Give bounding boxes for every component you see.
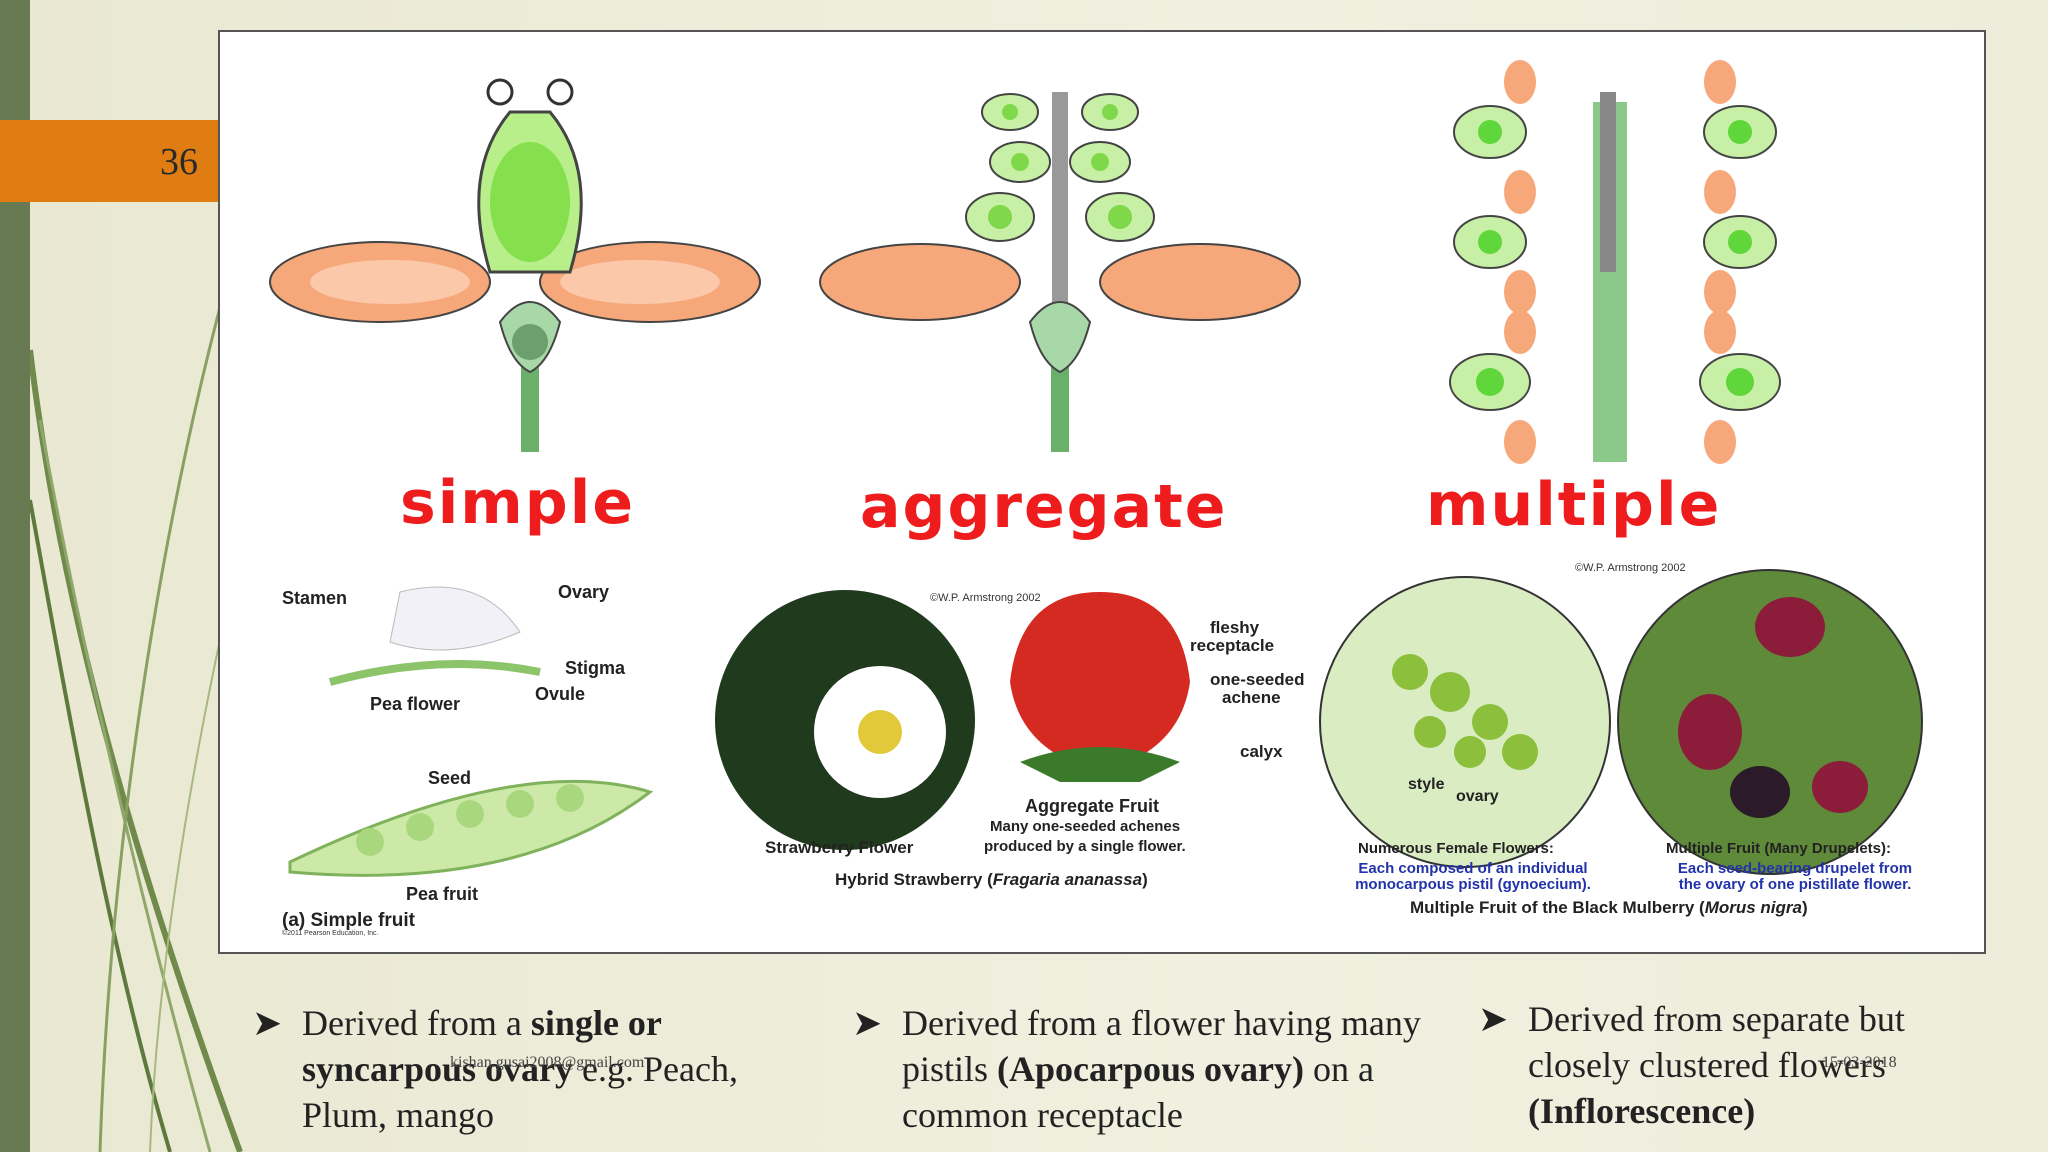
mulberry-caption: Multiple Fruit of the Black Mulberry (Mo… <box>1410 898 1808 917</box>
label-aggregate: aggregate <box>860 472 1228 542</box>
fleshy-label-2: receptacle <box>1190 636 1275 655</box>
pea-stigma-label: Stigma <box>565 658 626 678</box>
multiple-fruit-title: Multiple Fruit (Many Drupelets): <box>1666 840 1891 857</box>
pea-seed-label: Seed <box>428 768 472 788</box>
bullet-aggregate: ➤ Derived from a flower having many pist… <box>852 1000 1452 1138</box>
pea-illustration <box>288 586 654 877</box>
female-desc-1: Each composed of an individual <box>1358 860 1588 877</box>
mulberry-flowers-photo <box>1319 576 1611 868</box>
aggregate-flower-diagram <box>819 92 1301 452</box>
strawberry-flower-photo <box>715 590 975 850</box>
female-flowers-title: Numerous Female Flowers: <box>1358 840 1554 857</box>
pea-ovary-label: Ovary <box>558 582 610 602</box>
pea-ovule-label: Ovule <box>535 684 586 704</box>
footer-email: kishan.gusai2008@gmail.com <box>450 1054 645 1071</box>
achene-label-2: achene <box>1222 688 1281 707</box>
strawberry-caption: Hybrid Strawberry (Fragaria ananassa) <box>835 870 1148 889</box>
simple-flower-diagram <box>269 78 761 452</box>
decorative-swoosh <box>27 199 300 1152</box>
pea-flower-label: Pea flower <box>370 694 461 714</box>
bullet-multiple: ➤ Derived from separate but closely clus… <box>1478 996 1998 1134</box>
mulberry-style-label: style <box>1408 776 1445 793</box>
achene-label-1: one-seeded <box>1210 670 1305 689</box>
mulberry-copyright: ©W.P. Armstrong 2002 <box>1575 562 1686 574</box>
strawberry-copyright: ©W.P. Armstrong 2002 <box>930 592 1041 604</box>
multiple-inflorescence-diagram <box>1449 60 1781 464</box>
footer-date: 15-03-2018 <box>1822 1054 1897 1071</box>
calyx-label: calyx <box>1240 742 1283 761</box>
bullet-arrow-icon: ➤ <box>252 1003 283 1043</box>
pea-copyright: ©2011 Pearson Education, Inc. <box>282 930 379 937</box>
mulberry-ovary-label: ovary <box>1456 788 1499 805</box>
fruit-diagrams <box>269 60 1923 877</box>
pea-fruit-label: Pea fruit <box>406 884 479 904</box>
fruit-types-figure: simple aggregate multiple Stamen Ovary S… <box>218 30 1986 954</box>
mulberry-fruit-photo <box>1617 569 1923 875</box>
aggregate-desc-1: Many one-seeded achenes <box>990 818 1181 835</box>
multiple-desc-2: the ovary of one pistillate flower. <box>1678 876 1912 893</box>
pea-caption: (a) Simple fruit <box>282 910 416 931</box>
slide-number: 36 <box>160 141 198 183</box>
multiple-desc-1: Each seed-bearing drupelet from <box>1677 860 1913 877</box>
strawberry-fruit-photo <box>1010 592 1190 782</box>
label-simple: simple <box>400 468 636 538</box>
aggregate-desc-2: produced by a single flower. <box>984 838 1186 855</box>
bullet-arrow-icon: ➤ <box>1478 999 1509 1039</box>
aggregate-fruit-title: Aggregate Fruit <box>1025 796 1160 816</box>
slide-number-tab <box>0 120 218 202</box>
fleshy-label-1: fleshy <box>1210 618 1260 637</box>
female-desc-2: monocarpous pistil (gynoecium). <box>1355 876 1591 893</box>
label-multiple: multiple <box>1426 470 1722 540</box>
bullet-arrow-icon: ➤ <box>852 1003 883 1043</box>
strawberry-flower-label: Strawberry Flower <box>765 838 914 857</box>
pea-stamen-label: Stamen <box>282 588 348 608</box>
bullet-simple: ➤ Derived from a single or syncarpous ov… <box>252 1000 812 1138</box>
